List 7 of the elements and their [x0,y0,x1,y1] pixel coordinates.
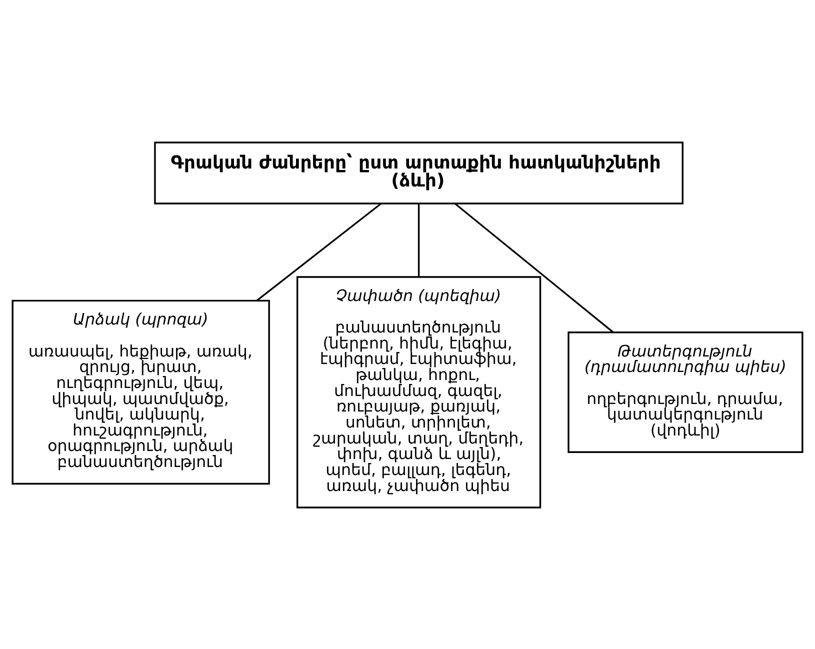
connector [418,203,420,276]
node-box: Գրական ժանրերը՝ ըստ արտաքին հատկանիշների (ձևի) [154,141,684,204]
node-box: Չափածո (պոեզիա) բանաստեղծություն (ներբող, հիմն, էլեգիա, էպիգրամ, էպիտաֆիա, թանկա, հոքու, մուխամմազ, գազել, ռուբայաթ, քառյակ, սոնետ, տրիոլետ, շարական, տաղ, մեղեդի, փոխ, գանձ և այլն), պոեմ, բալլադ, լեգենդ, առակ, չափածո պիես [296,276,542,508]
node-box: Արձակ (պրոզա) առասպել, հեքիաթ, առակ, զրույց, խրատ, ուղեգրություն, վեպ, վիպակ, պատմվածք, նովել, ակնարկ, հուշագրություն, օրագրություն, արձակ բանաստեղծություն [12,299,270,484]
connector [454,202,614,332]
node-box: Թատերգություն (դրամատուրգիա պիես) ողբերգություն, դրամա, կատակերգություն (վոդևիլ) [568,331,804,452]
connector [256,202,382,301]
